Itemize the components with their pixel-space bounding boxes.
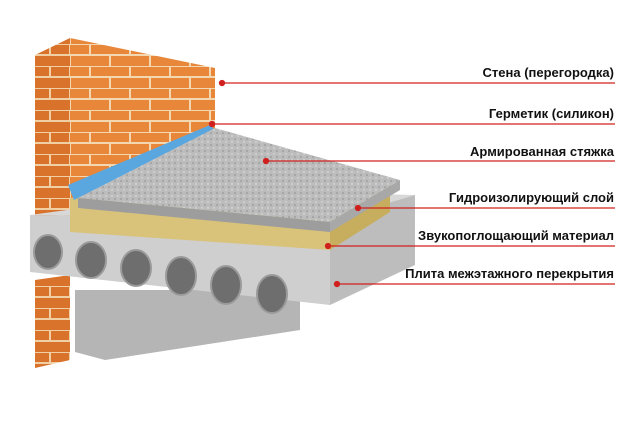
label-floor-slab: Плита межэтажного перекрытия — [405, 266, 614, 281]
leader-lines — [208, 79, 615, 288]
label-sound-insulation: Звукопоглощающий материал — [418, 228, 614, 243]
sealant-strip — [68, 125, 215, 200]
label-reinforced-screed: Армированная стяжка — [470, 144, 614, 159]
label-sealant: Герметик (силикон) — [488, 106, 614, 121]
reinforced-screed — [78, 128, 400, 232]
support-wall — [75, 290, 300, 360]
label-wall: Стена (перегородка) — [482, 65, 614, 80]
label-waterproofing: Гидроизолирующий слой — [448, 190, 614, 205]
